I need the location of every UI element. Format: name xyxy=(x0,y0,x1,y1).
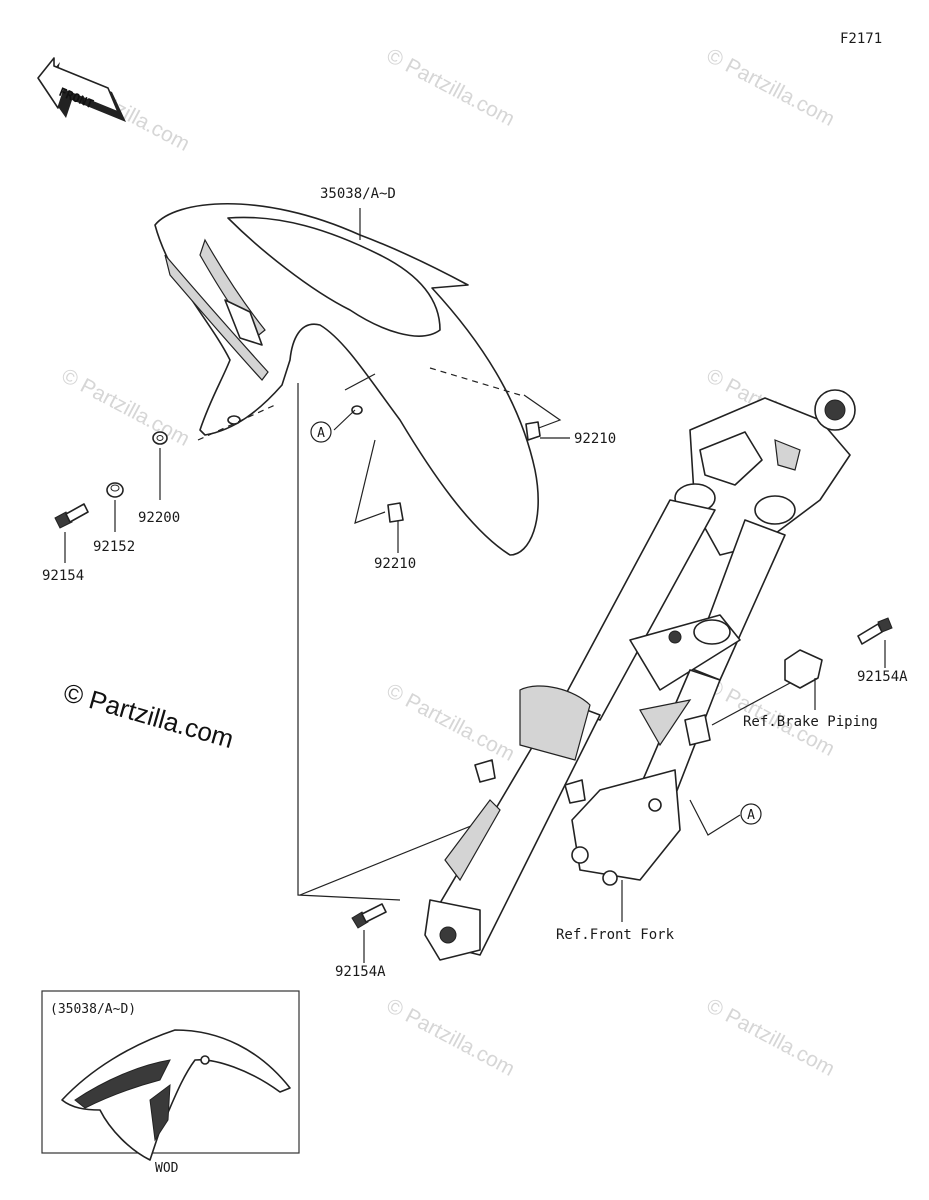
callout-label: Ref.Front Fork xyxy=(556,927,675,943)
callout-label: Ref.Brake Piping xyxy=(743,714,878,730)
inset-caption: WOD xyxy=(155,1161,179,1176)
bolt-icon xyxy=(857,617,893,645)
watermark: © Partzilla.com xyxy=(703,44,839,131)
watermark-large: © Partzilla.com xyxy=(60,677,237,754)
callout-label: 92210 xyxy=(374,556,416,572)
watermark: © Partzilla.com xyxy=(58,364,194,451)
clip-icon xyxy=(387,502,404,523)
callout-label: 92200 xyxy=(138,510,180,526)
diagram-code: F2171 xyxy=(840,31,882,47)
ref-marker-a: A xyxy=(740,803,762,825)
svg-text:A: A xyxy=(747,808,755,823)
callout-label: 92154A xyxy=(335,964,386,980)
front-arrow-icon: FRONT xyxy=(37,57,126,122)
leader-line xyxy=(711,682,791,726)
brake-clamp-icon xyxy=(784,649,823,689)
front-fork-assembly xyxy=(424,389,856,961)
inset-title: (35038/A~D) xyxy=(50,1002,136,1017)
watermark: © Partzilla.com xyxy=(383,44,519,131)
leader-line xyxy=(297,383,401,901)
leader-line xyxy=(689,799,741,836)
front-fender xyxy=(154,202,539,556)
watermark: © Partzilla.com xyxy=(383,994,519,1081)
watermark: © Partzilla.com xyxy=(383,679,519,766)
inset-variant-box: (35038/A~D) xyxy=(41,990,300,1161)
leader-line xyxy=(333,409,356,431)
watermark: © Partzilla.com xyxy=(703,994,839,1081)
ref-marker-a: A xyxy=(310,421,332,443)
callout-label: 92152 xyxy=(93,539,135,555)
bolt-icon xyxy=(351,903,387,929)
clip-icon xyxy=(525,421,541,441)
leader-line xyxy=(354,439,386,524)
inset-fender xyxy=(61,1029,291,1161)
bolt-icon xyxy=(54,503,89,529)
callout-label: 92154A xyxy=(857,669,908,685)
callout-label: 92154 xyxy=(42,568,84,584)
callout-label: 35038/A~D xyxy=(320,186,396,202)
callout-label: 92210 xyxy=(574,431,616,447)
svg-text:A: A xyxy=(317,426,325,441)
collar-icon xyxy=(106,482,124,498)
